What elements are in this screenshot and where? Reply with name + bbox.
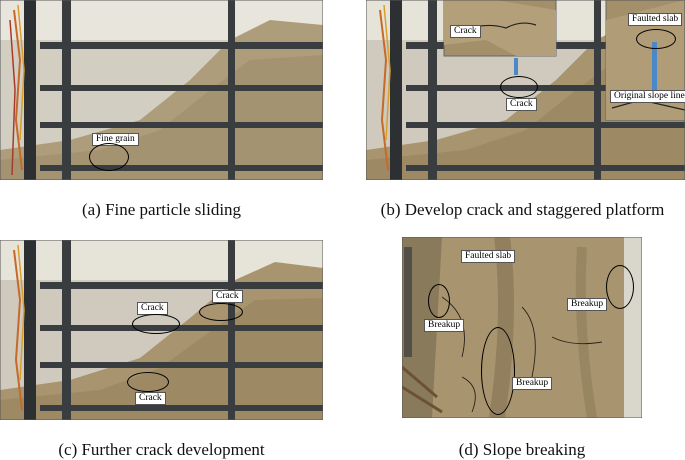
highlight-ellipse-breakup-right [606, 265, 634, 309]
label-crack-1: Crack [137, 302, 168, 315]
label-breakup-left: Breakup [424, 319, 465, 332]
label-original-slope-line: Original slope line [610, 90, 685, 103]
label-crack-2: Crack [212, 290, 243, 303]
label-breakup-right: Breakup [567, 298, 608, 311]
caption-a: (a) Fine particle sliding [81, 200, 242, 219]
photo-panel-a: Fine grain [0, 0, 323, 180]
highlight-ellipse-crack-2 [199, 303, 243, 321]
label-faulted-slab-d: Faulted slab [461, 250, 516, 263]
highlight-ellipse-faulted-slab [636, 29, 676, 49]
label-breakup-center: Breakup [512, 377, 553, 390]
highlight-ellipse-breakup-center [481, 327, 515, 415]
label-crack: Crack [506, 98, 537, 111]
photo-panel-b: Crack Faulted slab Crack Original slope … [366, 0, 685, 180]
photo-panel-c: Crack Crack Crack [0, 240, 323, 420]
label-crack-3: Crack [135, 392, 166, 405]
label-crack-inset: Crack [450, 25, 481, 38]
label-faulted-slab: Faulted slab [628, 13, 683, 26]
photo-panel-d: Faulted slab Breakup Breakup Breakup [402, 237, 642, 418]
caption-b: (b) Develop crack and staggered platform [380, 200, 665, 219]
highlight-ellipse-crack-3 [127, 372, 169, 392]
highlight-ellipse-breakup-left [428, 284, 450, 318]
highlight-ellipse-crack [500, 76, 538, 98]
highlight-ellipse-fine-grain [89, 143, 129, 171]
caption-c: (c) Further crack development [58, 440, 265, 459]
highlight-ellipse-crack-1 [132, 314, 180, 334]
caption-d: (d) Slope breaking [458, 440, 586, 459]
photo-fine-particle-sliding [0, 0, 323, 180]
